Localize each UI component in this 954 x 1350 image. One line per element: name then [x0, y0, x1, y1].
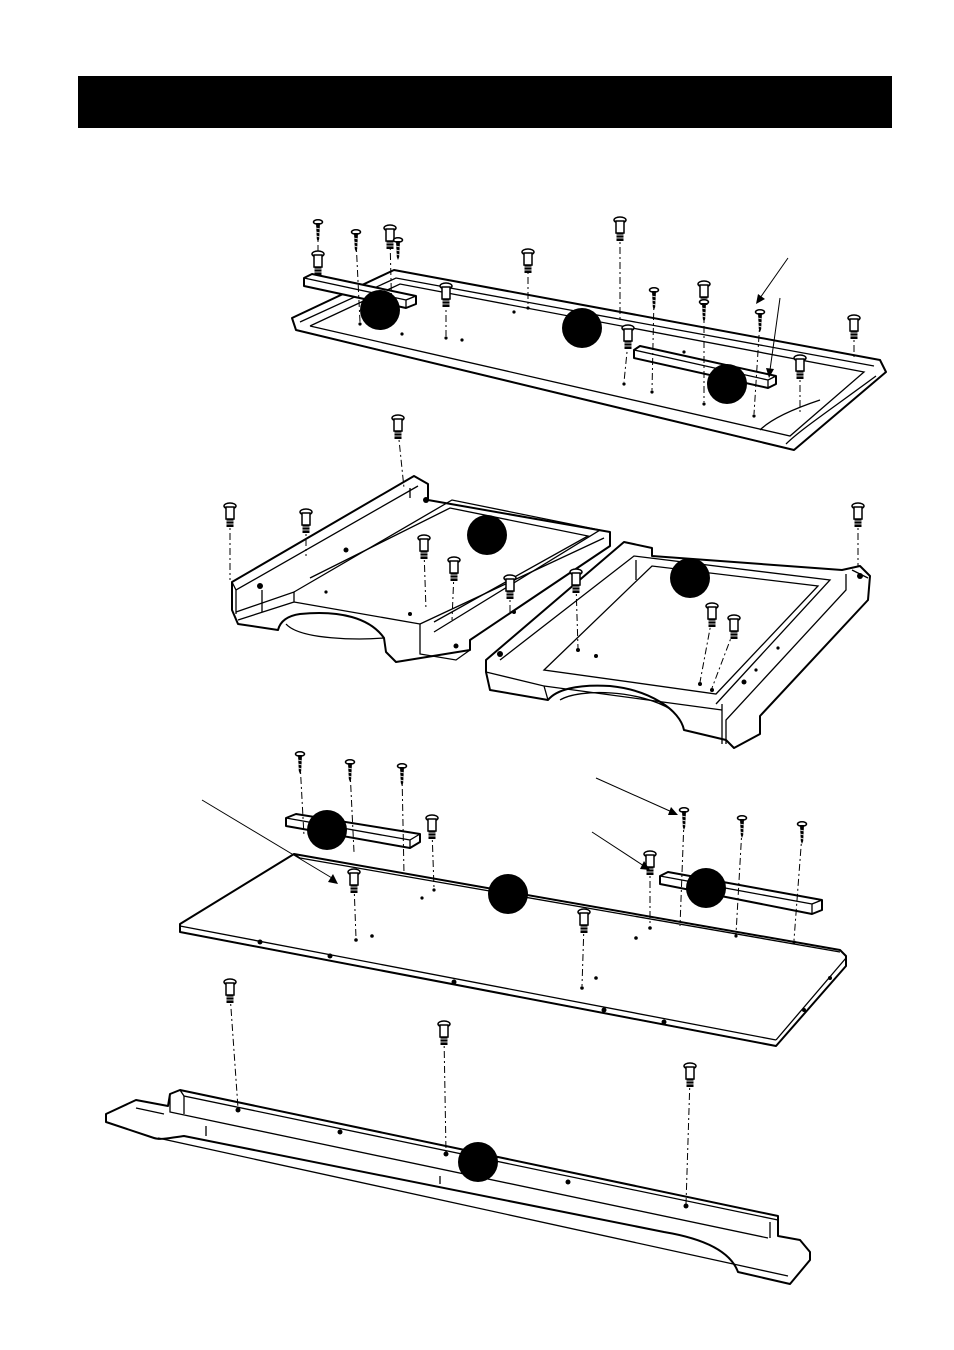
badge-shelf-right — [686, 868, 726, 908]
badge-side-left — [467, 515, 507, 555]
badge-side-right — [670, 558, 710, 598]
badge-top-center — [562, 308, 602, 348]
badge-shelf-left — [307, 810, 347, 850]
badge-base — [458, 1142, 498, 1182]
badge-top-right — [707, 364, 747, 404]
badge-shelf-center — [488, 874, 528, 914]
badge-top-left — [360, 290, 400, 330]
